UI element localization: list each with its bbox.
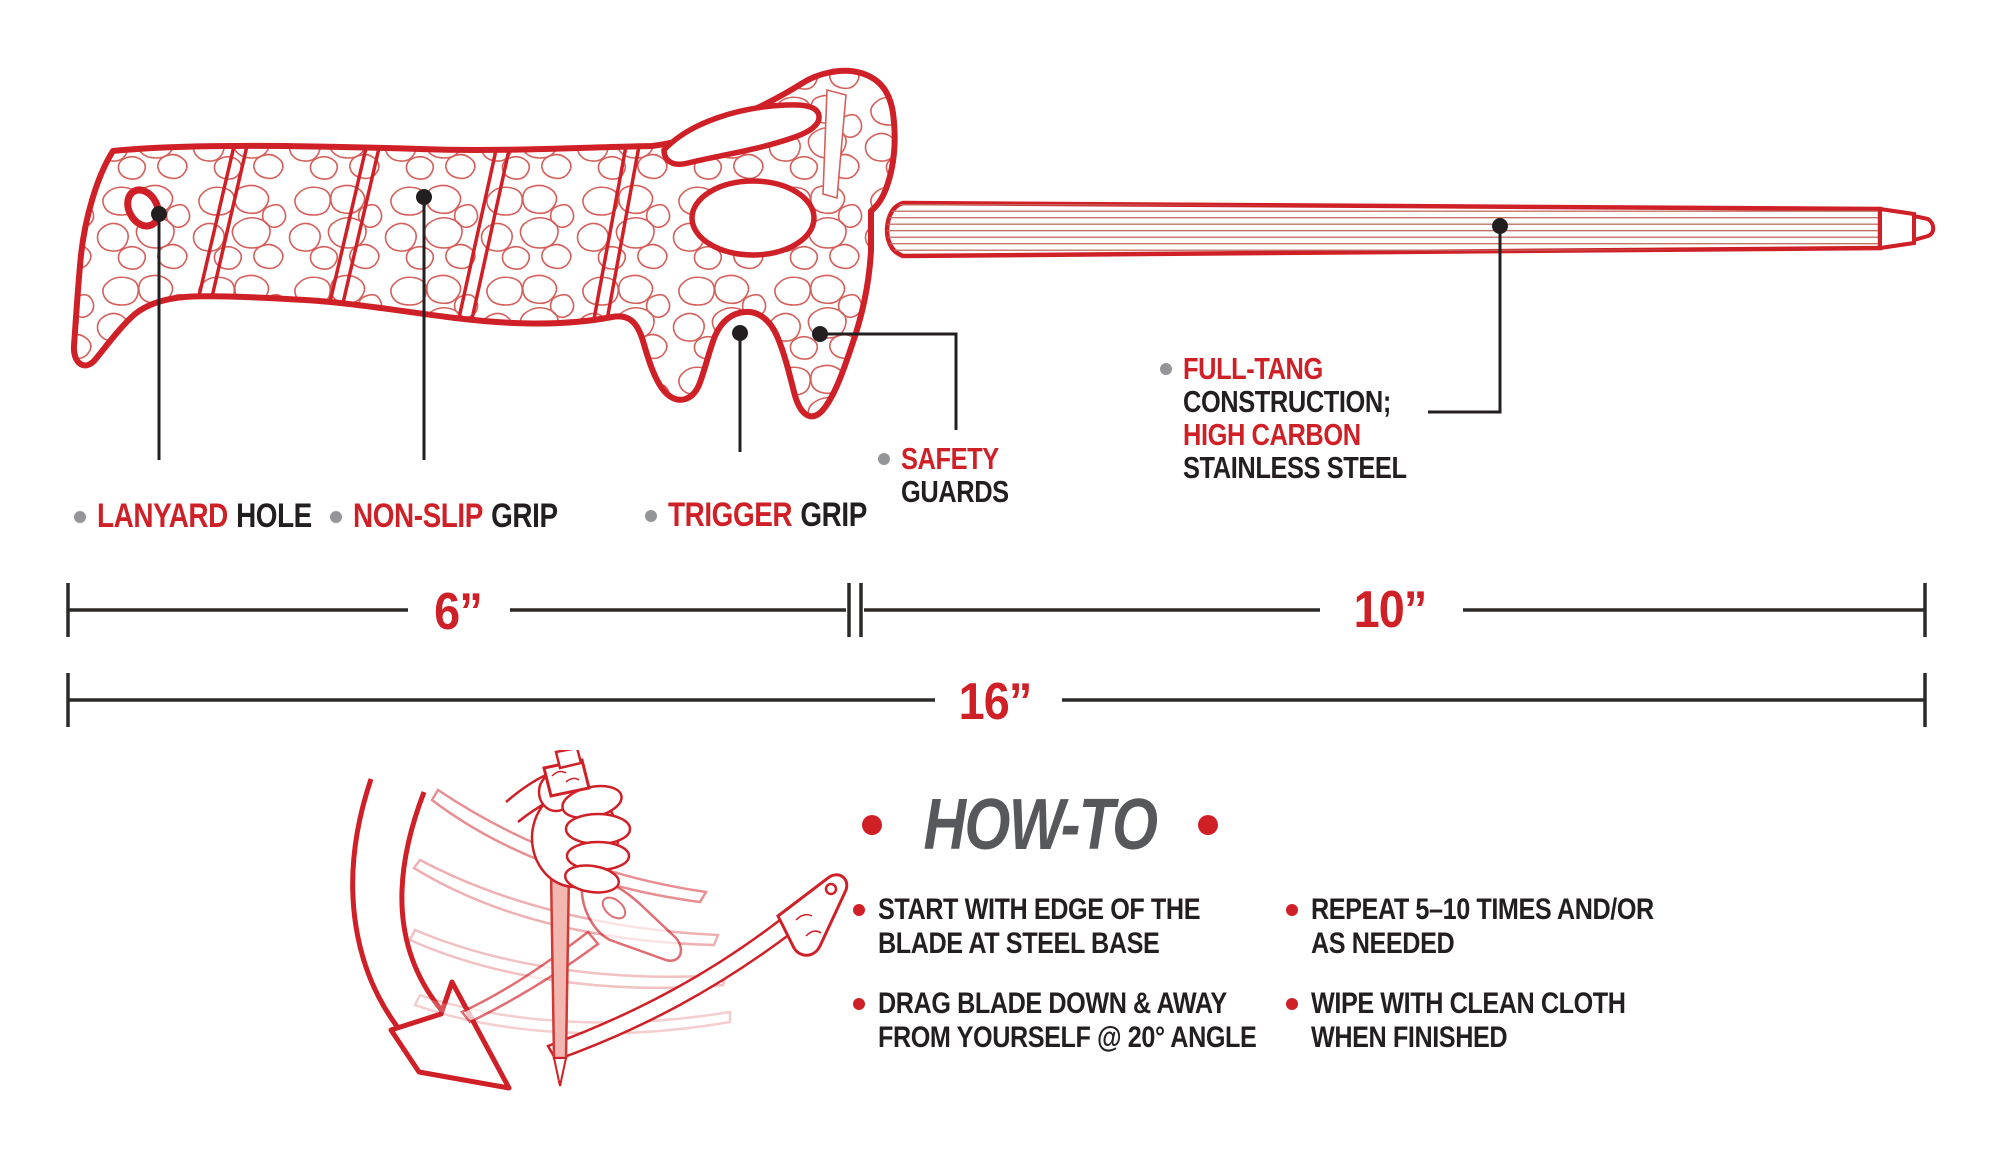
step-line: START WITH EDGE OF THE: [878, 893, 1201, 926]
label-full-tang: FULL-TANG CONSTRUCTION; HIGH CARBON STAI…: [1160, 352, 1456, 484]
label-accent: HIGH CARBON: [1183, 417, 1361, 452]
measurement-line-16: [66, 673, 1927, 727]
red-bullet-icon: [1286, 998, 1298, 1010]
label-accent: LANYARD: [97, 497, 228, 535]
swoosh-arrow-icon: [350, 778, 512, 1091]
honing-steel-vertical: [549, 870, 571, 1087]
label-accent: SAFETY: [901, 441, 999, 476]
label-rest: GUARDS: [901, 474, 1009, 509]
rod-end-nub: [1912, 213, 1936, 243]
grip-wrap-seams: [197, 145, 641, 332]
lanyard-hole-ring: [124, 186, 162, 230]
bullet-icon: [878, 453, 890, 465]
label-trigger-grip: TRIGGER GRIP: [645, 496, 911, 535]
howto-step-3: REPEAT 5–10 TIMES AND/OR AS NEEDED: [1286, 893, 1719, 961]
knife-handle: [74, 71, 895, 417]
label-accent: TRIGGER: [668, 496, 793, 534]
howto-header: HOW-TO: [820, 784, 1260, 866]
howto-step-4: WIPE WITH CLEAN CLOTH WHEN FINISHED: [1286, 987, 1685, 1055]
bullet-icon: [330, 510, 342, 523]
label-rest: GRIP: [800, 496, 867, 534]
bullet-icon: [74, 510, 86, 523]
step-line: FROM YOURSELF @ 20° ANGLE: [878, 1021, 1257, 1054]
bullet-icon: [645, 509, 657, 522]
hand-icon: [505, 750, 632, 894]
step-line: REPEAT 5–10 TIMES AND/OR: [1311, 893, 1654, 926]
step-line: BLADE AT STEEL BASE: [878, 927, 1160, 960]
dim-label-handle: 6”: [434, 583, 483, 641]
trigger-grip-hole: [689, 178, 817, 258]
thumb-crescent: [661, 102, 822, 167]
label-safety-guards: SAFETY GUARDS: [878, 442, 1032, 508]
dim-label-steel: 10”: [1353, 581, 1428, 639]
label-non-slip-grip: NON-SLIP GRIP: [330, 497, 603, 536]
howto-step-2: DRAG BLADE DOWN & AWAY FROM YOURSELF @ 2…: [853, 987, 1328, 1055]
callouts: [151, 189, 1508, 460]
label-line: STAINLESS STEEL: [1183, 450, 1407, 485]
label-lanyard-hole: LANYARD HOLE: [74, 497, 359, 536]
step-line: AS NEEDED: [1311, 927, 1455, 960]
knife-diagram: [66, 0, 1936, 727]
sharpening-illustration: [350, 750, 849, 1091]
label-accent: NON-SLIP: [353, 497, 483, 535]
label-rest: GRIP: [491, 497, 558, 535]
bullet-icon: [1160, 363, 1172, 375]
red-bullet-icon: [853, 904, 865, 916]
step-line: DRAG BLADE DOWN & AWAY: [878, 987, 1227, 1020]
red-dot-icon: [1197, 815, 1218, 835]
label-rest: HOLE: [236, 497, 312, 535]
label-line: CONSTRUCTION;: [1183, 384, 1391, 419]
rod-tip: [1878, 206, 1916, 251]
label-accent: FULL-TANG: [1183, 351, 1323, 386]
fillet-knife: [546, 873, 849, 1062]
howto-step-1: START WITH EDGE OF THE BLADE AT STEEL BA…: [853, 893, 1261, 961]
pommel-channel: [822, 88, 847, 200]
red-dot-icon: [862, 815, 883, 835]
red-bullet-icon: [1286, 904, 1298, 916]
measurement-line-6-10: [66, 583, 1927, 637]
red-bullet-icon: [853, 998, 865, 1010]
step-line: WIPE WITH CLEAN CLOTH: [1311, 987, 1626, 1020]
dim-label-total: 16”: [958, 673, 1033, 731]
steel-rod: [884, 200, 1936, 259]
howto-title: HOW-TO: [923, 785, 1158, 865]
step-line: WHEN FINISHED: [1311, 1021, 1508, 1054]
